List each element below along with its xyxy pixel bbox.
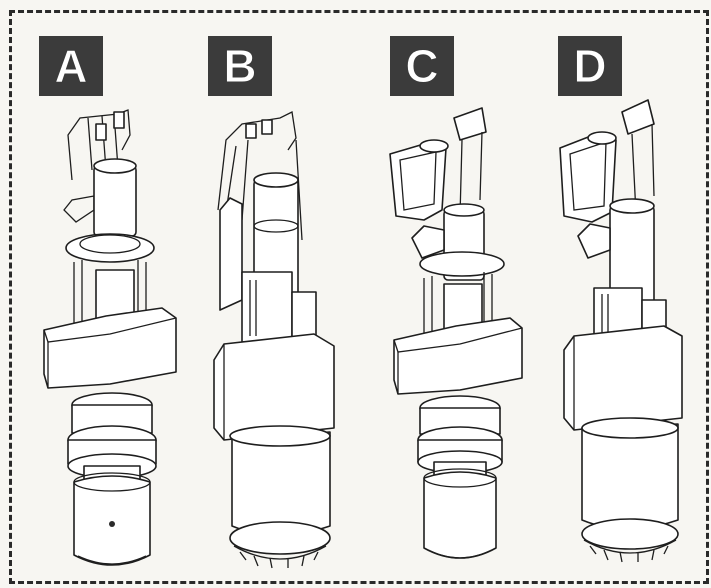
label-badge-a: A: [39, 36, 103, 96]
label-badge-d: D: [558, 36, 622, 96]
flush-valve-b-drawing: [213, 111, 335, 569]
flush-valve-c-drawing: [389, 107, 523, 559]
label-badge-b: B: [208, 36, 272, 96]
panel-a: A: [10, 0, 180, 588]
panel-c: C: [364, 0, 534, 588]
flush-valve-a-drawing: [43, 109, 177, 566]
flush-valve-d-drawing: [559, 99, 683, 563]
label-badge-c: C: [390, 36, 454, 96]
panel-d: D: [536, 0, 706, 588]
panel-b: B: [184, 0, 354, 588]
dashed-border-frame: [9, 10, 709, 584]
